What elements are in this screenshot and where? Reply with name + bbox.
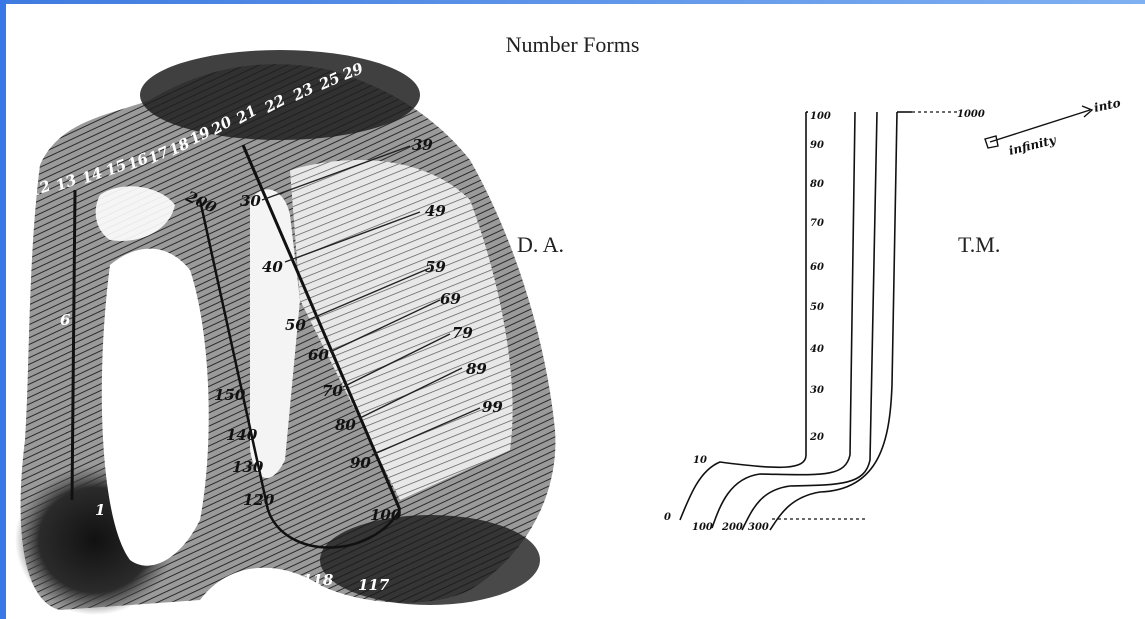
- infinity-text: infinity: [1007, 133, 1058, 158]
- tm-arrow-text: into infinity: [1007, 96, 1122, 158]
- into-text: into: [1093, 96, 1122, 115]
- tm-num-100: 100: [810, 111, 831, 122]
- tm-num-20: 20: [809, 432, 824, 443]
- tm-num-base-200: 200: [721, 522, 743, 533]
- tm-scale-numbers: 100 90 80 70 60 50 40 30 20 10 0 100 200…: [664, 109, 985, 533]
- tm-num-base-300: 300: [748, 522, 769, 533]
- tm-form-lines: [680, 112, 912, 530]
- tm-num-40: 40: [810, 344, 824, 355]
- tm-num-1000: 1000: [957, 109, 985, 120]
- tm-num-50: 50: [810, 302, 824, 313]
- tm-num-90: 90: [810, 140, 824, 151]
- tm-num-base-100: 100: [692, 522, 713, 533]
- tm-num-30: 30: [810, 385, 824, 396]
- tm-dotted-lines: [772, 112, 957, 519]
- tm-num-10: 10: [693, 455, 707, 466]
- tm-num-60: 60: [810, 262, 824, 273]
- tm-num-80: 80: [810, 179, 824, 190]
- tm-num-70: 70: [810, 218, 824, 229]
- tm-num-0: 0: [664, 512, 671, 523]
